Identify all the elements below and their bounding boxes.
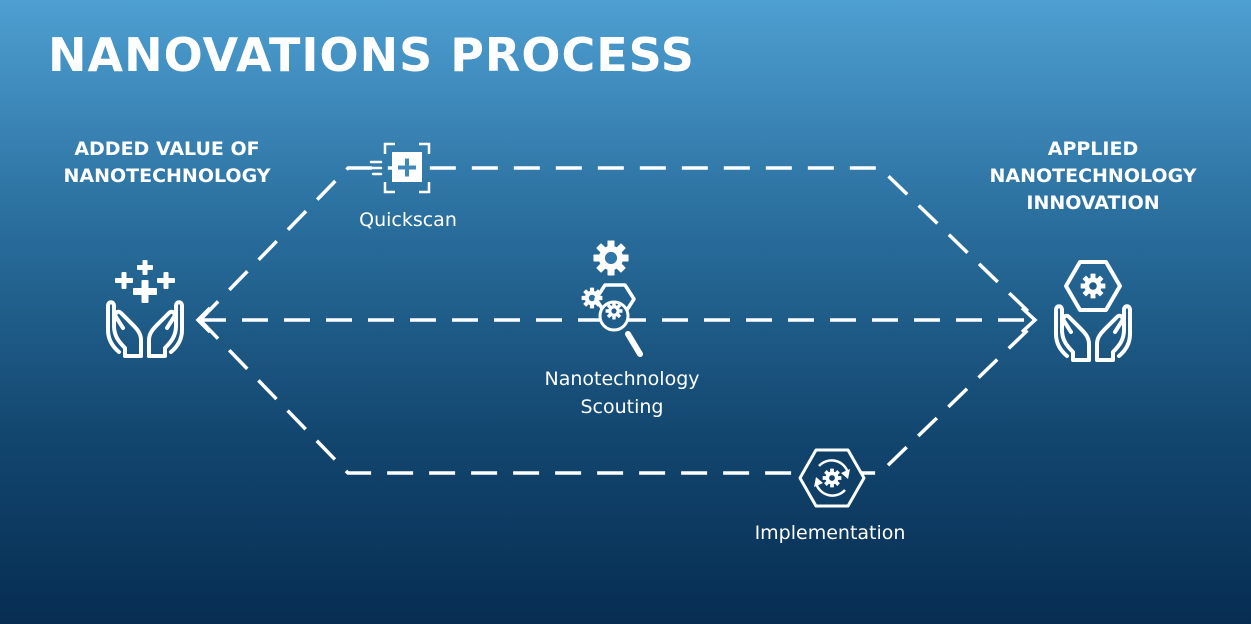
implementation-path bbox=[198, 318, 1037, 475]
scouting-label-line-1: Nanotechnology bbox=[544, 368, 700, 390]
right-heading-line-1: APPLIED bbox=[1047, 138, 1139, 160]
right-heading: APPLIED NANOTECHNOLOGY INNOVATION bbox=[968, 136, 1218, 217]
right-arrow-head bbox=[1020, 306, 1038, 334]
scouting-label-line-2: Scouting bbox=[580, 396, 664, 418]
quickscan-icon bbox=[365, 142, 431, 194]
scouting-icon bbox=[581, 240, 643, 357]
implementation-icon bbox=[798, 448, 866, 508]
left-heading: ADDED VALUE OF NANOTECHNOLOGY bbox=[44, 136, 290, 190]
implementation-label: Implementation bbox=[754, 522, 906, 544]
page-title: NANOVATIONS PROCESS bbox=[48, 28, 695, 82]
left-heading-line-2: NANOTECHNOLOGY bbox=[63, 165, 271, 187]
quickscan-label: Quickscan bbox=[359, 209, 457, 231]
scouting-label: Nanotechnology Scouting bbox=[516, 365, 728, 421]
left-arrow-head bbox=[195, 306, 212, 334]
quickscan-path bbox=[198, 166, 1037, 322]
hands-gear-icon bbox=[1054, 260, 1132, 362]
hands-plus-icon bbox=[106, 260, 184, 358]
right-heading-line-3: INNOVATION bbox=[1026, 192, 1160, 214]
left-heading-line-1: ADDED VALUE OF bbox=[74, 138, 260, 160]
right-heading-line-2: NANOTECHNOLOGY bbox=[989, 165, 1197, 187]
